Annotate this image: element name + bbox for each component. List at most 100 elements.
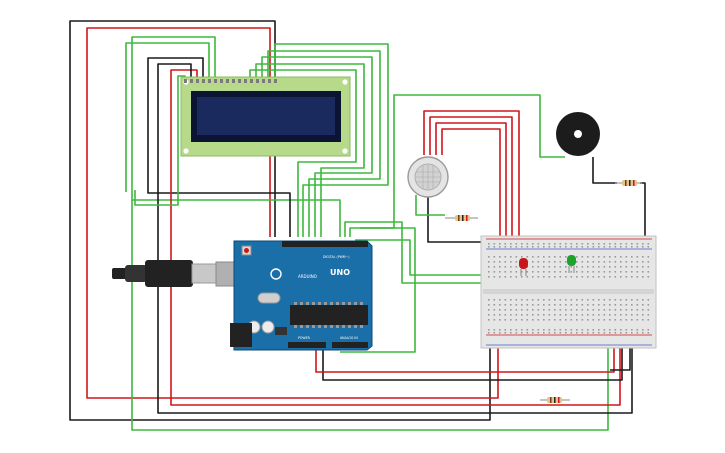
breadboard-hole bbox=[510, 319, 512, 321]
breadboard-hole bbox=[499, 266, 501, 268]
breadboard-hole bbox=[515, 304, 518, 306]
breadboard-hole bbox=[504, 309, 507, 311]
breadboard-hole bbox=[620, 304, 622, 306]
breadboard-hole bbox=[532, 314, 534, 316]
breadboard-hole bbox=[598, 329, 600, 331]
usb-cable-strain bbox=[125, 265, 147, 282]
breadboard-hole bbox=[603, 329, 606, 331]
breadboard-hole bbox=[565, 299, 567, 301]
usb-cable-tail bbox=[112, 268, 128, 279]
breadboard-hole bbox=[620, 271, 622, 273]
breadboard-hole bbox=[636, 314, 639, 316]
breadboard-hole bbox=[625, 319, 628, 321]
breadboard-hole bbox=[598, 271, 600, 273]
breadboard-hole bbox=[631, 246, 633, 248]
breadboard-hole bbox=[570, 299, 573, 301]
breadboard-hole bbox=[504, 319, 507, 321]
breadboard-hole bbox=[532, 299, 534, 301]
breadboard-hole bbox=[592, 246, 595, 248]
breadboard-hole bbox=[559, 256, 562, 258]
breadboard-hole bbox=[548, 309, 551, 311]
wire-green-gas bbox=[415, 195, 445, 216]
breadboard-hole bbox=[499, 304, 501, 306]
breadboard-hole bbox=[625, 332, 628, 334]
breadboard-hole bbox=[510, 276, 512, 278]
breadboard-hole bbox=[554, 261, 556, 263]
arduino-power-header bbox=[288, 342, 326, 348]
breadboard-hole bbox=[636, 266, 639, 268]
breadboard-hole bbox=[548, 299, 551, 301]
breadboard-hole bbox=[620, 276, 622, 278]
breadboard-hole bbox=[510, 271, 512, 273]
breadboard-hole bbox=[570, 271, 573, 273]
breadboard-hole bbox=[488, 314, 490, 316]
breadboard-hole bbox=[499, 243, 501, 245]
breadboard-hole bbox=[504, 271, 507, 273]
breadboard-hole bbox=[609, 299, 611, 301]
breadboard-hole bbox=[620, 314, 622, 316]
breadboard-hole bbox=[603, 261, 606, 263]
wire-red-gas-3 bbox=[441, 128, 501, 245]
breadboard-hole bbox=[493, 329, 496, 331]
breadboard-hole bbox=[537, 266, 540, 268]
wire-green-lcd-d7 bbox=[255, 63, 365, 237]
breadboard-hole bbox=[581, 256, 584, 258]
gas-sensor-mesh-lines bbox=[416, 165, 440, 189]
breadboard-hole bbox=[598, 246, 600, 248]
breadboard-hole bbox=[614, 304, 617, 306]
breadboard-hole bbox=[559, 271, 562, 273]
breadboard-hole bbox=[554, 266, 556, 268]
breadboard-hole bbox=[543, 299, 545, 301]
lcd-pins bbox=[184, 79, 277, 83]
breadboard-hole bbox=[515, 246, 518, 248]
breadboard-hole bbox=[642, 299, 644, 301]
breadboard-hole bbox=[592, 329, 595, 331]
breadboard-hole bbox=[543, 304, 545, 306]
breadboard-hole bbox=[554, 329, 556, 331]
breadboard-hole bbox=[493, 271, 496, 273]
breadboard-hole bbox=[642, 266, 644, 268]
wire-red-gas-1 bbox=[429, 116, 513, 245]
breadboard-center-gap bbox=[483, 289, 654, 294]
breadboard-hole bbox=[576, 299, 578, 301]
breadboard-hole bbox=[548, 261, 551, 263]
breadboard-hole bbox=[532, 256, 534, 258]
breadboard-hole bbox=[493, 256, 496, 258]
breadboard-hole bbox=[598, 309, 600, 311]
breadboard-hole bbox=[636, 299, 639, 301]
breadboard-hole bbox=[587, 271, 589, 273]
breadboard-hole bbox=[515, 319, 518, 321]
wire-red-gas-2 bbox=[435, 122, 507, 245]
breadboard-hole bbox=[515, 309, 518, 311]
green-led-body bbox=[567, 255, 576, 266]
breadboard-hole bbox=[620, 332, 622, 334]
breadboard-hole bbox=[581, 304, 584, 306]
breadboard-hole bbox=[576, 314, 578, 316]
breadboard-hole bbox=[609, 243, 611, 245]
breadboard-hole bbox=[581, 332, 584, 334]
breadboard-hole bbox=[532, 309, 534, 311]
breadboard-hole bbox=[504, 276, 507, 278]
breadboard-hole bbox=[493, 261, 496, 263]
breadboard-hole bbox=[636, 309, 639, 311]
arduino-digital-header bbox=[282, 241, 368, 247]
breadboard-hole bbox=[614, 314, 617, 316]
breadboard-hole bbox=[499, 332, 501, 334]
lcd-mount-hole-2 bbox=[342, 79, 348, 85]
breadboard-hole bbox=[510, 246, 512, 248]
breadboard-hole bbox=[537, 314, 540, 316]
breadboard-hole bbox=[565, 309, 567, 311]
arduino-logo-text: UNO bbox=[330, 268, 350, 277]
usb-cable-body bbox=[145, 260, 193, 287]
breadboard-hole bbox=[565, 243, 567, 245]
breadboard-hole bbox=[526, 256, 529, 258]
breadboard-hole bbox=[554, 243, 556, 245]
wire-green-lcd-2 bbox=[125, 42, 210, 192]
breadboard-hole bbox=[581, 276, 584, 278]
breadboard-hole bbox=[521, 309, 523, 311]
wire-black-bb-arduino bbox=[322, 340, 623, 381]
breadboard-hole bbox=[647, 276, 650, 278]
breadboard-hole bbox=[625, 329, 628, 331]
breadboard-hole bbox=[565, 314, 567, 316]
breadboard-hole bbox=[554, 271, 556, 273]
